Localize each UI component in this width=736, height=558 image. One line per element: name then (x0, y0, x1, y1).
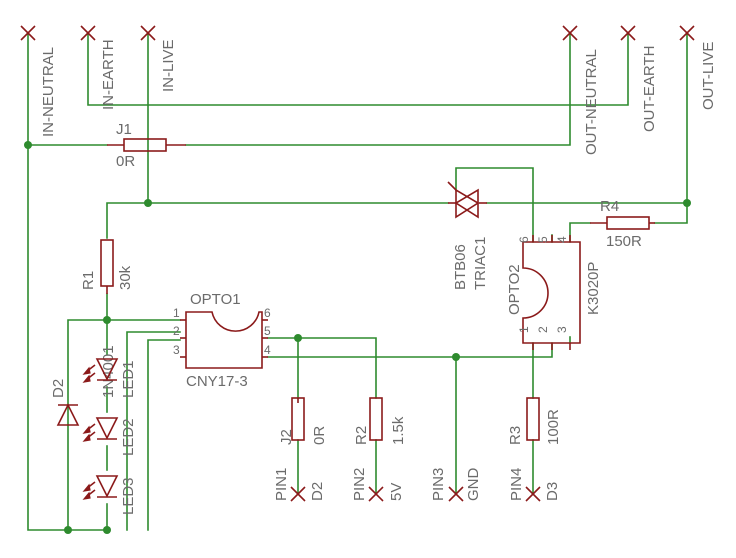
x-marker-icon (525, 486, 541, 502)
pin-name: PIN1 (273, 468, 290, 501)
pin-name: PIN3 (430, 468, 447, 501)
terminal-labels: IN-NEUTRAL IN-EARTH IN-LIVE OUT-NEUTRAL … (40, 39, 717, 155)
component-value: 30k (117, 265, 134, 290)
x-marker-icon (679, 25, 695, 41)
component-value: 100R (545, 409, 562, 445)
x-marker-icon (368, 486, 384, 502)
terminal-label: OUT-NEUTRAL (583, 49, 600, 155)
component-name: TRIAC1 (472, 237, 489, 290)
component-value: 150R (606, 233, 642, 250)
component-name: J2 (278, 429, 295, 445)
junction-dot (64, 526, 72, 534)
component-name: LED2 (120, 418, 137, 456)
component-name: OPTO2 (506, 264, 523, 315)
led-led1: LED1 (82, 358, 137, 398)
component-name: R2 (353, 426, 370, 445)
pin-net: D2 (309, 482, 326, 501)
pin-number: 3 (173, 343, 180, 357)
x-marker-icon (448, 486, 464, 502)
component-name: R4 (600, 198, 619, 215)
pin-net: GND (465, 468, 482, 502)
component-name: J1 (116, 121, 132, 138)
pin-number: 6 (264, 306, 271, 320)
jumper-j1: J1 0R (107, 121, 186, 170)
diode-d2: D2 1N4001 (50, 345, 117, 426)
jumper-j2: J2 0R (278, 397, 328, 445)
terminal-markers (20, 25, 695, 502)
component-value: BTB06 (452, 244, 469, 290)
component-value: CNY17-3 (186, 373, 248, 390)
pin-name: PIN4 (508, 468, 525, 501)
component-name: D2 (50, 379, 67, 398)
pin-number: 4 (264, 343, 271, 357)
component-name: LED1 (120, 360, 137, 398)
component-value: K3020P (585, 262, 602, 315)
component-value: 0R (116, 153, 135, 170)
junction-dot (24, 141, 32, 149)
terminal-label: OUT-LIVE (700, 42, 717, 110)
resistor-r2: R2 1.5k (353, 397, 407, 445)
pin-number: 2 (173, 324, 180, 338)
terminal-label: IN-NEUTRAL (40, 47, 57, 137)
x-marker-icon (562, 25, 578, 41)
resistor-r4: R4 150R (590, 198, 655, 250)
triac-symbol: BTB06 TRIAC1 (447, 181, 489, 290)
pin-net: D3 (544, 482, 561, 501)
component-name: R3 (507, 426, 524, 445)
junction-dot (452, 353, 460, 361)
led-led2: LED2 (82, 417, 137, 456)
junction-dot (683, 199, 691, 207)
pin-number: 6 (517, 236, 531, 243)
junctions (24, 141, 691, 534)
junction-dot (144, 199, 152, 207)
terminal-label: IN-LIVE (160, 39, 177, 92)
pin-number: 1 (173, 306, 180, 320)
component-name: R1 (80, 271, 97, 290)
pin-number: 1 (517, 326, 531, 333)
terminal-label: IN-EARTH (100, 39, 117, 110)
pin-number: 3 (555, 326, 569, 333)
pin-name: PIN2 (351, 468, 368, 501)
optocoupler-opto2: 6 5 4 1 2 3 OPTO2 K3020P (506, 235, 602, 350)
x-marker-icon (20, 25, 36, 41)
junction-dot (103, 316, 111, 324)
component-name: LED3 (120, 477, 137, 515)
terminal-label: OUT-EARTH (641, 46, 658, 132)
pin-number: 5 (264, 324, 271, 338)
pin-number: 5 (536, 236, 550, 243)
x-marker-icon (290, 486, 306, 502)
x-marker-icon (80, 25, 96, 41)
led-led3: LED3 (82, 475, 137, 515)
pin-number: 4 (555, 236, 569, 243)
x-marker-icon (620, 25, 636, 41)
resistor-r1: R1 30k (80, 239, 134, 294)
junction-dot (103, 526, 111, 534)
component-value: 0R (311, 426, 328, 445)
x-marker-icon (140, 25, 156, 41)
pin-net: 5V (388, 483, 405, 501)
component-value: 1.5k (390, 416, 407, 445)
component-name: OPTO1 (190, 291, 241, 308)
optocoupler-opto1: 1 2 3 6 5 4 OPTO1 CNY17-3 (173, 291, 271, 390)
pin-labels: PIN1 D2 PIN2 5V PIN3 GND PIN4 D3 (273, 468, 561, 502)
pin-number: 2 (536, 326, 550, 333)
resistor-r3: R3 100R (507, 397, 562, 445)
junction-dot (294, 334, 302, 342)
